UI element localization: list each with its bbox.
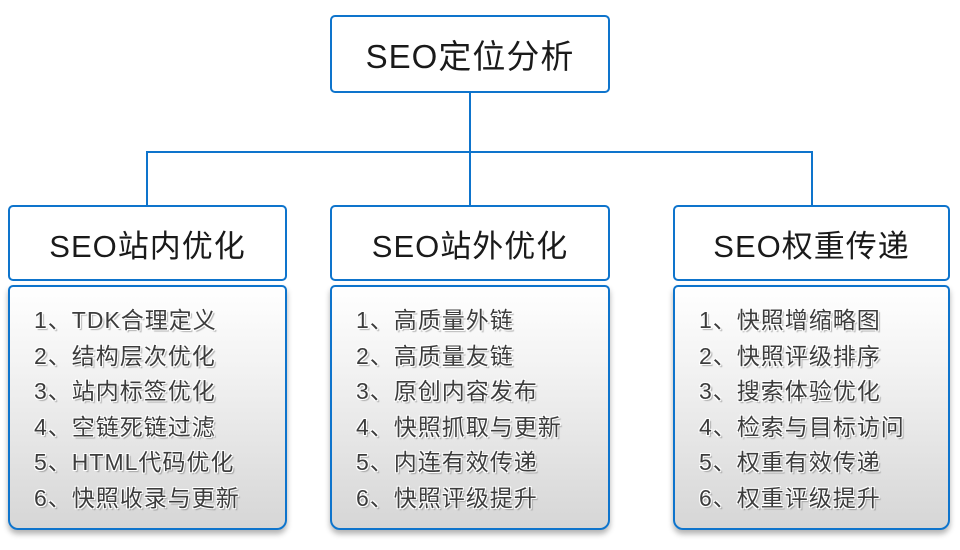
- root-node-seo-positioning: SEO定位分析: [330, 15, 610, 93]
- list-item: 1、高质量外链: [356, 307, 514, 333]
- branch-header-label: SEO站外优化: [371, 228, 569, 264]
- branch-header-label: SEO权重传递: [713, 228, 910, 264]
- list-item: 5、权重有效传递: [699, 449, 881, 475]
- connector-branch-3-drop: [811, 151, 813, 205]
- list-item: 6、快照评级提升: [356, 484, 538, 511]
- list-item: 1、TDK合理定义: [34, 307, 217, 333]
- list-item: 4、快照抓取与更新: [356, 413, 562, 440]
- root-node-label: SEO定位分析: [365, 38, 575, 75]
- list-item: 4、空链死链过滤: [34, 413, 216, 440]
- connector-root-stem: [469, 93, 471, 152]
- list-item: 2、快照评级排序: [699, 342, 881, 369]
- list-item: 1、快照增缩略图: [699, 307, 881, 333]
- list-item: 5、内连有效传递: [356, 449, 538, 475]
- list-item: 2、高质量友链: [356, 342, 514, 369]
- list-item: 5、HTML代码优化: [34, 449, 235, 475]
- list-item: 6、权重评级提升: [699, 484, 881, 511]
- connector-branch-1-drop: [146, 151, 148, 205]
- list-panel-onsite-optimization: 1、TDK合理定义 2、结构层次优化 3、站内标签优化 4、空链死链过滤 5、H…: [8, 285, 287, 530]
- list-panel-offsite-optimization: 1、高质量外链 2、高质量友链 3、原创内容发布 4、快照抓取与更新 5、内连有…: [330, 285, 610, 530]
- branch-header-offsite-optimization: SEO站外优化: [330, 205, 610, 281]
- list-item: 3、搜索体验优化: [699, 378, 881, 404]
- list-panel-weight-transfer: 1、快照增缩略图 2、快照评级排序 3、搜索体验优化 4、检索与目标访问 5、权…: [673, 285, 950, 530]
- branch-header-onsite-optimization: SEO站内优化: [8, 205, 287, 281]
- list-item: 3、站内标签优化: [34, 378, 216, 404]
- branch-header-label: SEO站内优化: [49, 228, 246, 264]
- list-item: 6、快照收录与更新: [34, 484, 240, 511]
- list-item: 2、结构层次优化: [34, 342, 216, 369]
- connector-branch-2-drop: [469, 151, 471, 205]
- list-item: 3、原创内容发布: [356, 378, 538, 404]
- list-item: 4、检索与目标访问: [699, 413, 905, 440]
- connector-horizontal-bar: [146, 151, 813, 153]
- branch-header-weight-transfer: SEO权重传递: [673, 205, 950, 281]
